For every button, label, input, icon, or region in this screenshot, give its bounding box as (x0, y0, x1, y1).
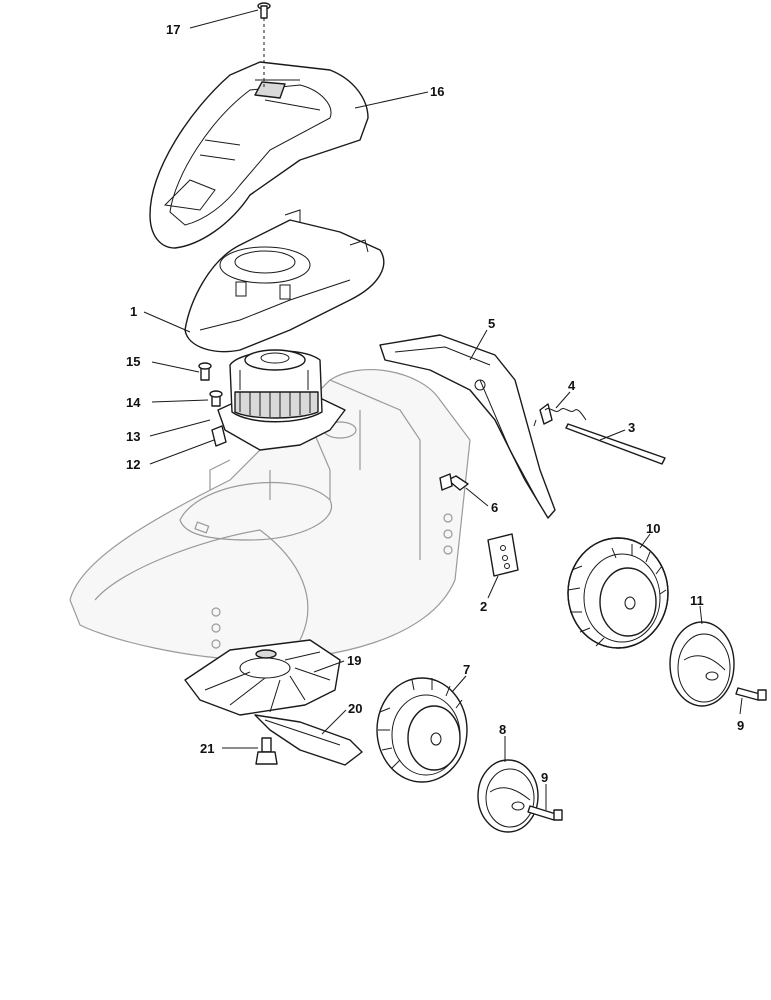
rod-3 (565, 423, 666, 465)
handle-bracket-5 (379, 334, 556, 519)
callout-20: 20 (348, 701, 362, 716)
mower-deck (69, 369, 471, 661)
callout-3: 3 (628, 420, 635, 435)
callout-11: 11 (690, 593, 704, 608)
bolt-9-front (527, 805, 563, 821)
callout-15: 15 (126, 354, 140, 369)
spring-4 (533, 403, 587, 427)
callout-17: 17 (166, 22, 180, 37)
callout-12: 12 (126, 457, 140, 472)
callout-5: 5 (488, 316, 495, 331)
callout-9-rear: 9 (737, 718, 744, 733)
leader-lines (143, 9, 743, 810)
bolt-6 (439, 473, 469, 491)
callout-19: 19 (347, 653, 361, 668)
screw-17 (257, 2, 271, 90)
front-wheel-7 (376, 677, 468, 783)
clip-12 (211, 425, 227, 447)
hubcap-11 (669, 621, 735, 707)
motor-housing-1 (184, 209, 385, 353)
callout-14: 14 (126, 395, 141, 410)
callout-4: 4 (568, 378, 576, 393)
blade-20 (254, 714, 363, 766)
callout-16: 16 (430, 84, 444, 99)
hubcap-8 (477, 759, 539, 833)
callout-labels: 17 16 1 15 14 13 12 5 4 3 6 2 10 11 9 7 … (126, 22, 744, 785)
callout-10: 10 (646, 521, 660, 536)
rear-wheel-10 (567, 537, 669, 649)
motor-assembly (217, 349, 346, 451)
callout-13: 13 (126, 429, 140, 444)
bracket-2 (487, 533, 519, 577)
callout-1: 1 (130, 304, 137, 319)
callout-8: 8 (499, 722, 506, 737)
callout-9-front: 9 (541, 770, 548, 785)
screw-15 (198, 362, 212, 381)
screw-14 (209, 390, 223, 407)
callout-2: 2 (480, 599, 487, 614)
blade-bolt-21 (255, 737, 278, 765)
callout-6: 6 (491, 500, 498, 515)
callout-21: 21 (200, 741, 214, 756)
bolt-9-rear (735, 687, 767, 701)
callout-7: 7 (463, 662, 470, 677)
fan-19 (184, 639, 341, 716)
top-cover-16 (149, 61, 369, 249)
